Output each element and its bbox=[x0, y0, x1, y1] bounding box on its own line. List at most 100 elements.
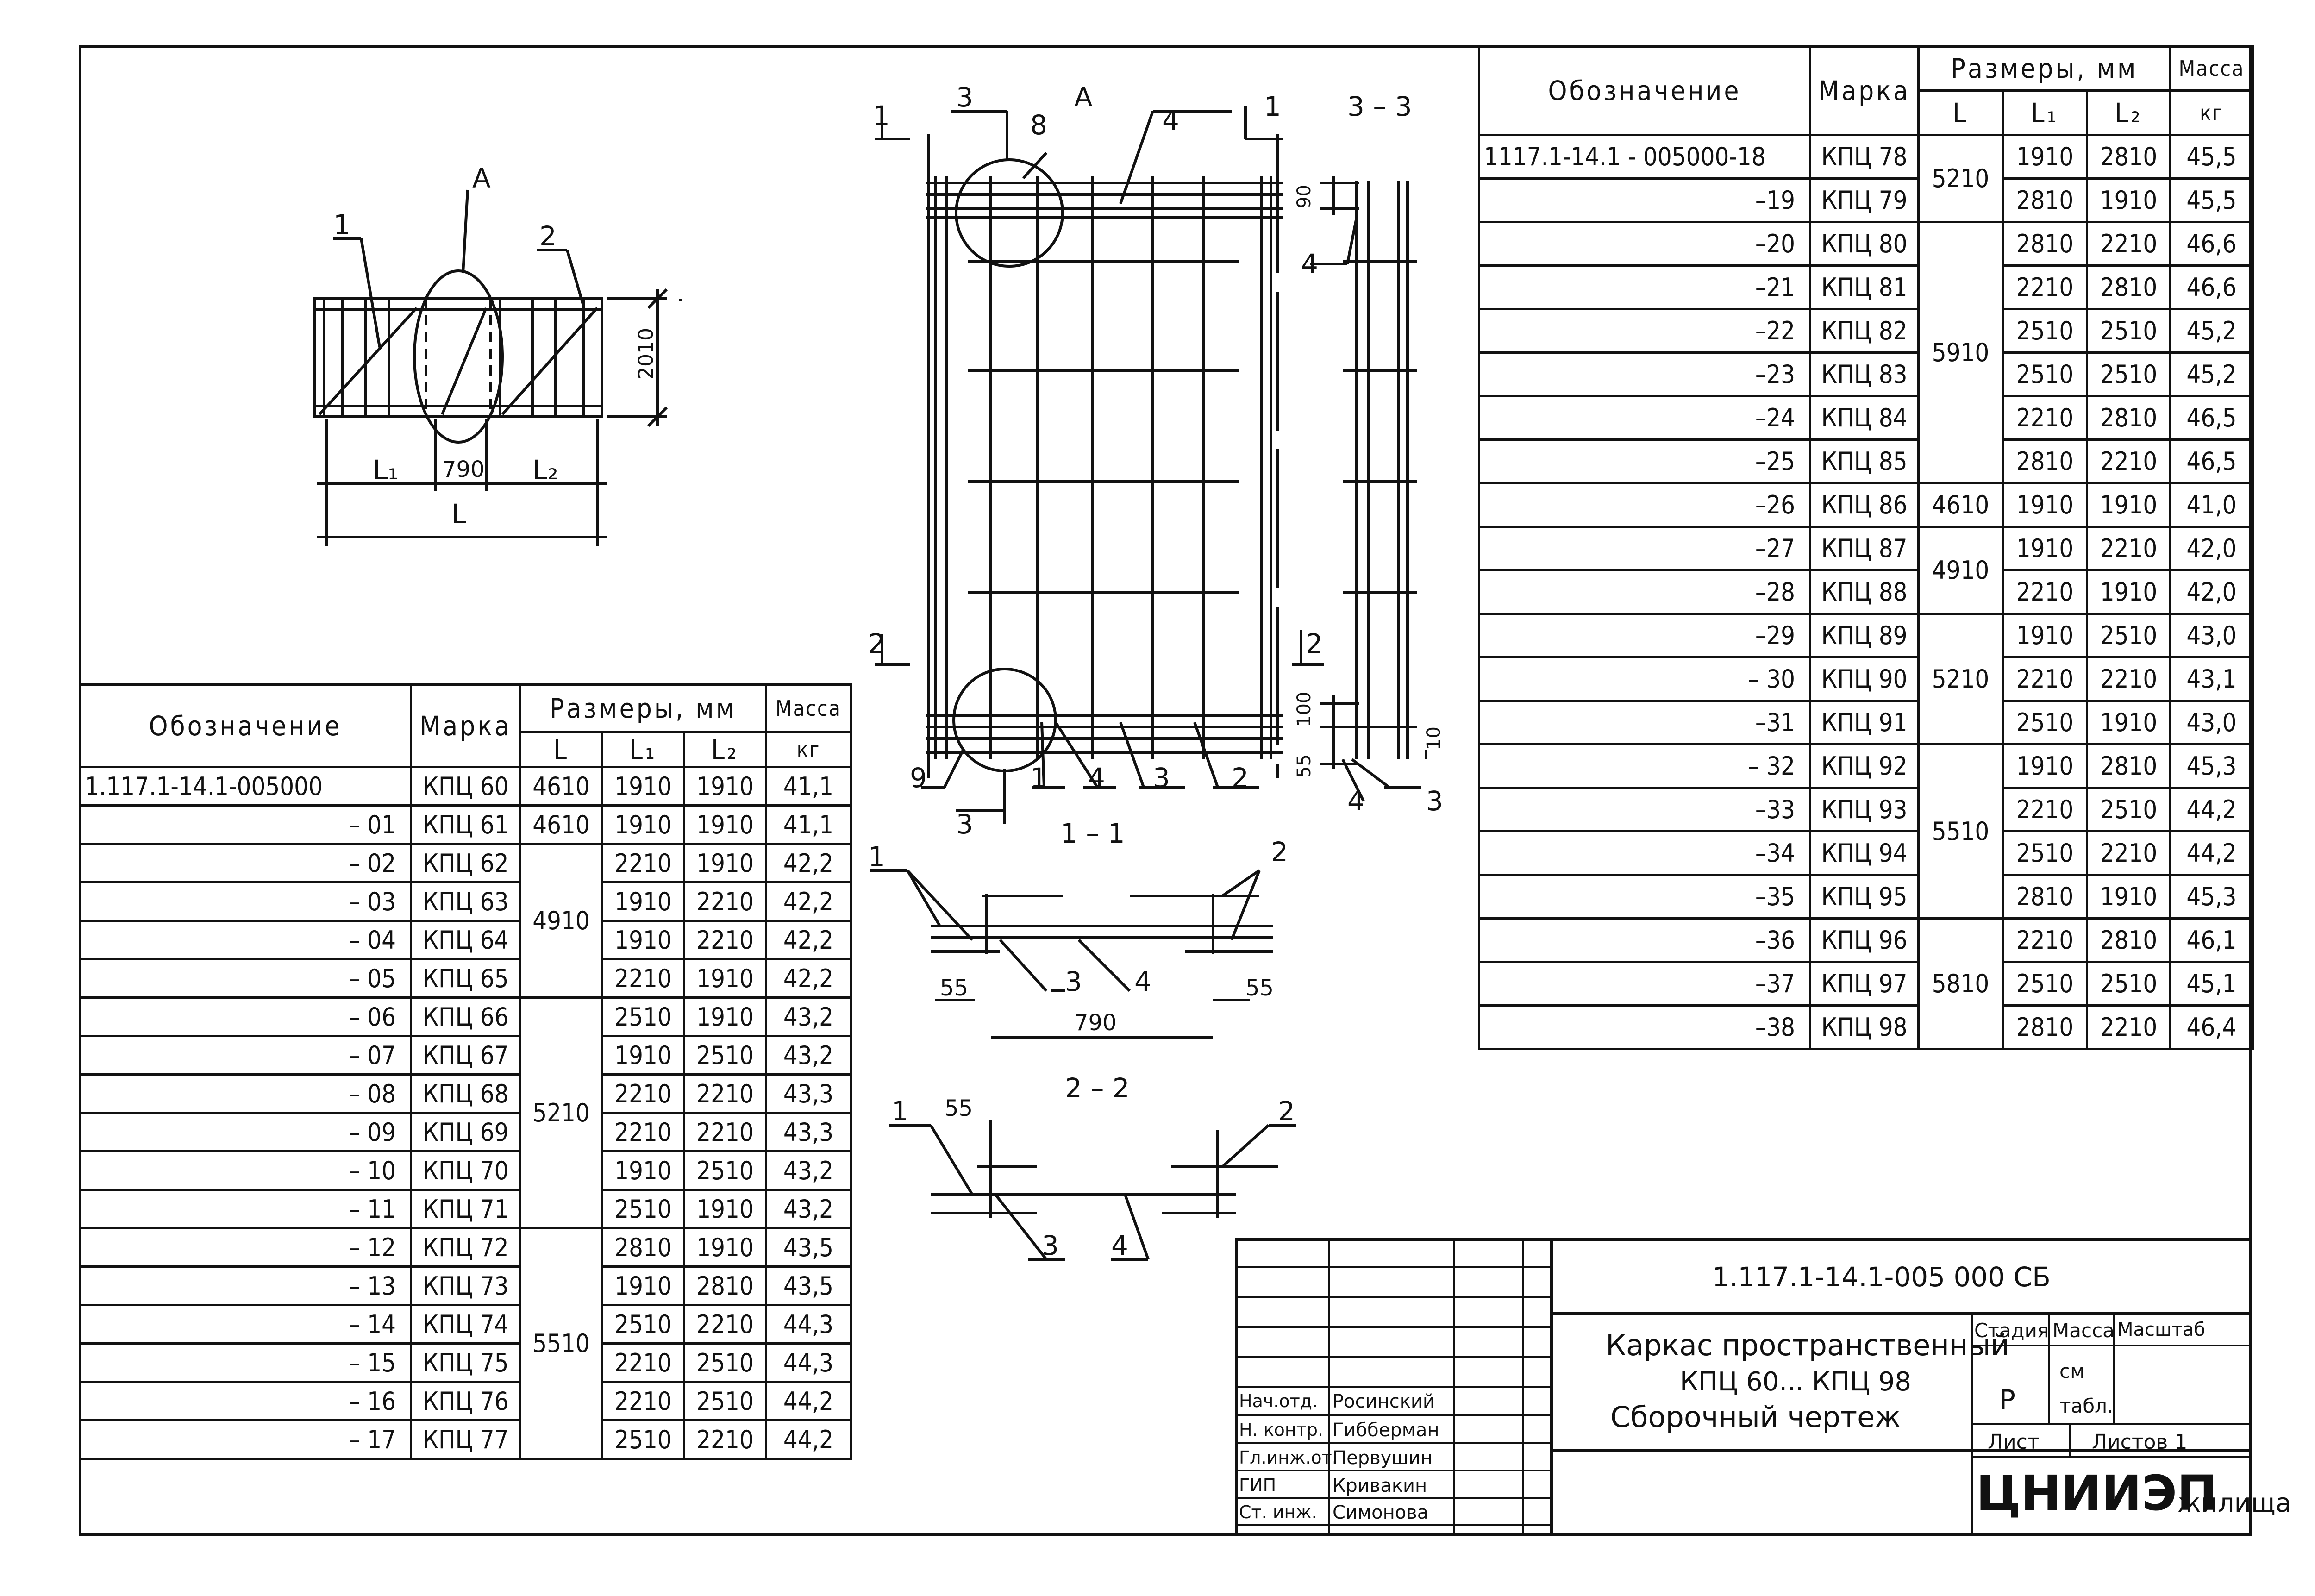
mark-cell: КПЦ 84 bbox=[1809, 395, 1920, 441]
mark-cell: КПЦ 81 bbox=[1809, 264, 1920, 310]
L-merged-cell: 5210 bbox=[1917, 613, 2004, 745]
sec33-dim-55: 55 bbox=[1294, 754, 1315, 778]
L1-cell: 2810 bbox=[601, 1227, 685, 1268]
plan-label-2: 2 bbox=[539, 220, 557, 252]
mark-cell: КПЦ 87 bbox=[1809, 526, 1920, 571]
designation-cell: 1117.1-14.1 - 005000-18 bbox=[1478, 134, 1811, 180]
mark-cell: КПЦ 76 bbox=[410, 1381, 521, 1421]
mass-cell: 43,2 bbox=[765, 1035, 852, 1076]
mark-cell: КПЦ 88 bbox=[1809, 569, 1920, 615]
mark-cell: КПЦ 83 bbox=[1809, 351, 1920, 397]
main-pos-9: 9 bbox=[910, 762, 927, 794]
L1-cell: 2210 bbox=[601, 1381, 685, 1421]
L2-cell: 2810 bbox=[2086, 134, 2171, 180]
mass-header: Масса bbox=[2052, 1319, 2115, 1342]
L2-cell: 2210 bbox=[683, 1073, 767, 1114]
scale-header: Масштаб bbox=[2117, 1319, 2206, 1340]
mark-cell: КПЦ 74 bbox=[410, 1304, 521, 1345]
mass-cell: 43,2 bbox=[765, 996, 852, 1037]
designation-cell: – 04 bbox=[79, 920, 412, 960]
L2-cell: 2510 bbox=[2086, 351, 2171, 397]
plan-view bbox=[313, 189, 682, 546]
mass-cell: 41,1 bbox=[765, 804, 852, 845]
cut-1-top-right: 1 bbox=[1264, 91, 1281, 122]
L2-cell: 2510 bbox=[2086, 613, 2171, 658]
sec33-pos-4: 4 bbox=[1347, 785, 1364, 817]
designation-cell: –21 bbox=[1478, 264, 1811, 310]
header-sizes: Размеры, мм bbox=[1917, 45, 2171, 92]
L1-cell: 2210 bbox=[601, 958, 685, 999]
designation-cell: – 09 bbox=[79, 1112, 412, 1152]
L1-cell: 2810 bbox=[2002, 221, 2088, 267]
designation-cell: – 02 bbox=[79, 843, 412, 883]
L1-cell: 1910 bbox=[601, 766, 685, 807]
L1-cell: 2210 bbox=[2002, 264, 2088, 310]
section-3-3 bbox=[1310, 176, 1427, 802]
L1-cell: 2510 bbox=[601, 1304, 685, 1345]
designation-cell: – 03 bbox=[79, 881, 412, 922]
mark-cell: КПЦ 95 bbox=[1809, 874, 1920, 920]
L2-cell: 2210 bbox=[683, 1419, 767, 1460]
L1-cell: 2510 bbox=[601, 1189, 685, 1229]
L2-cell: 1910 bbox=[683, 996, 767, 1037]
staff-name: Росинский bbox=[1333, 1391, 1435, 1412]
header-L2: L₂ bbox=[2086, 89, 2171, 136]
mark-cell: КПЦ 78 bbox=[1809, 134, 1920, 180]
L1-cell: 2510 bbox=[2002, 961, 2088, 1007]
L1-cell: 2510 bbox=[2002, 700, 2088, 745]
L-merged-cell: 5810 bbox=[1917, 917, 2004, 1050]
header-designation: Обозначение bbox=[79, 683, 412, 768]
L2-cell: 1910 bbox=[683, 958, 767, 999]
mark-cell: КПЦ 82 bbox=[1809, 308, 1920, 354]
mark-cell: КПЦ 93 bbox=[1809, 787, 1920, 832]
mass-cell: 45,3 bbox=[2169, 874, 2254, 920]
mark-cell: КПЦ 65 bbox=[410, 958, 521, 999]
designation-cell: – 05 bbox=[79, 958, 412, 999]
org-name-small: жилища bbox=[2177, 1488, 2292, 1518]
L2-cell: 2510 bbox=[2086, 787, 2171, 832]
L2-cell: 2510 bbox=[683, 1150, 767, 1191]
designation-cell: –25 bbox=[1478, 438, 1811, 484]
main-label-A: A bbox=[1074, 81, 1093, 113]
header-L1: L₁ bbox=[2002, 89, 2088, 136]
mass-cell: 43,2 bbox=[765, 1150, 852, 1191]
org-name-big: ЦНИИЭП bbox=[1976, 1465, 2217, 1521]
main-pos-1: 1 bbox=[1030, 762, 1047, 794]
L2-cell: 2510 bbox=[683, 1035, 767, 1076]
plan-dim-2010: 2010 bbox=[634, 328, 658, 380]
L2-cell: 1910 bbox=[683, 843, 767, 883]
mark-cell: КПЦ 62 bbox=[410, 843, 521, 883]
sec11-pos-3: 3 bbox=[1065, 966, 1082, 997]
L2-cell: 1910 bbox=[683, 804, 767, 845]
L1-cell: 2210 bbox=[601, 843, 685, 883]
designation-cell: –34 bbox=[1478, 830, 1811, 876]
staff-role: Н. контр. bbox=[1239, 1420, 1324, 1440]
designation-cell: – 12 bbox=[79, 1227, 412, 1268]
L2-cell: 2210 bbox=[2086, 656, 2171, 702]
mark-cell: КПЦ 97 bbox=[1809, 961, 1920, 1007]
header-mass: Масса bbox=[2169, 45, 2254, 92]
staff-role: Гл.инж.от. bbox=[1239, 1447, 1338, 1468]
header-L: L bbox=[519, 731, 603, 768]
designation-cell: –31 bbox=[1478, 700, 1811, 745]
mark-cell: КПЦ 61 bbox=[410, 804, 521, 845]
L-merged-cell: 5210 bbox=[1917, 134, 2004, 223]
mass-cell: 46,6 bbox=[2169, 264, 2254, 310]
mark-cell: КПЦ 71 bbox=[410, 1189, 521, 1229]
designation-cell: –37 bbox=[1478, 961, 1811, 1007]
sheets-header: Листов 1 bbox=[2092, 1430, 2188, 1454]
